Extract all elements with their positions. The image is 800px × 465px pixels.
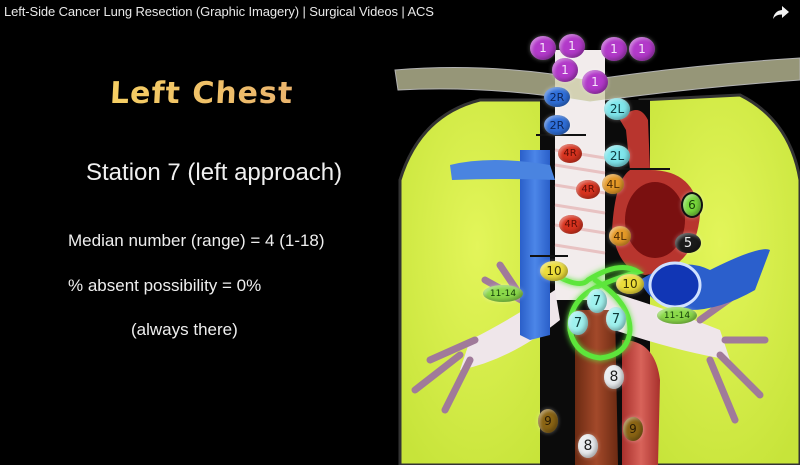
slide-subtitle: Station 7 (left approach) <box>86 159 343 186</box>
lymph-node-station-diagram: 1 1 1 1 1 1 2R 2R 2L 4R 2L 4R 4L 6 4R 4L… <box>390 34 800 465</box>
lymph-node-station-1[interactable]: 1 <box>601 37 627 61</box>
lymph-node-station-2r[interactable]: 2R <box>544 115 570 135</box>
lymph-node-station-9[interactable]: 9 <box>623 417 643 441</box>
lymph-node-station-11-14[interactable]: 11-14 <box>483 285 523 302</box>
lymph-node-station-1[interactable]: 1 <box>530 36 556 60</box>
lymph-node-station-8[interactable]: 8 <box>604 365 624 389</box>
lymph-node-station-11-14[interactable]: 11-14 <box>657 307 697 324</box>
video-title-bar: Left-Side Cancer Lung Resection (Graphic… <box>0 0 800 26</box>
median-number-stat: Median number (range) = 4 (1-18) <box>68 231 325 250</box>
share-arrow-icon <box>773 6 789 19</box>
lymph-node-station-4l[interactable]: 4L <box>609 226 631 246</box>
lymph-node-station-8[interactable]: 8 <box>578 434 598 458</box>
lymph-node-station-1[interactable]: 1 <box>582 70 608 94</box>
lymph-node-station-6[interactable]: 6 <box>681 192 703 218</box>
esophagus <box>575 310 618 465</box>
lymph-node-station-4r[interactable]: 4R <box>576 180 600 199</box>
lymph-node-station-4r[interactable]: 4R <box>558 144 582 163</box>
lymph-node-station-9[interactable]: 9 <box>538 409 558 433</box>
video-title[interactable]: Left-Side Cancer Lung Resection (Graphic… <box>4 4 434 19</box>
lymph-node-station-4l[interactable]: 4L <box>602 174 624 194</box>
superior-vena-cava <box>520 150 550 340</box>
station-7-highlight-loop <box>547 265 644 361</box>
lymph-node-station-2l[interactable]: 2L <box>604 98 630 120</box>
lymph-node-station-2r[interactable]: 2R <box>544 87 570 107</box>
lymph-node-station-7[interactable]: 7 <box>568 311 588 335</box>
lymph-node-station-7[interactable]: 7 <box>587 289 607 313</box>
lymph-node-station-10[interactable]: 10 <box>540 261 568 281</box>
always-there-note: (always there) <box>131 320 238 339</box>
lymph-node-station-1[interactable]: 1 <box>559 34 585 58</box>
share-button[interactable] <box>772 5 790 21</box>
absent-possibility-stat: % absent possibility = 0% <box>68 276 262 295</box>
lymph-node-station-1[interactable]: 1 <box>552 58 578 82</box>
lymph-node-station-7[interactable]: 7 <box>606 307 626 331</box>
lymph-node-station-5[interactable]: 5 <box>675 233 701 253</box>
lymph-node-station-10[interactable]: 10 <box>616 274 644 294</box>
lymph-node-station-4r[interactable]: 4R <box>559 215 583 234</box>
lymph-node-station-1[interactable]: 1 <box>629 37 655 61</box>
slide-heading: Left Chest <box>109 76 295 111</box>
lymph-node-station-2l[interactable]: 2L <box>604 145 630 167</box>
mediastinum-anatomy-illustration <box>394 50 800 465</box>
